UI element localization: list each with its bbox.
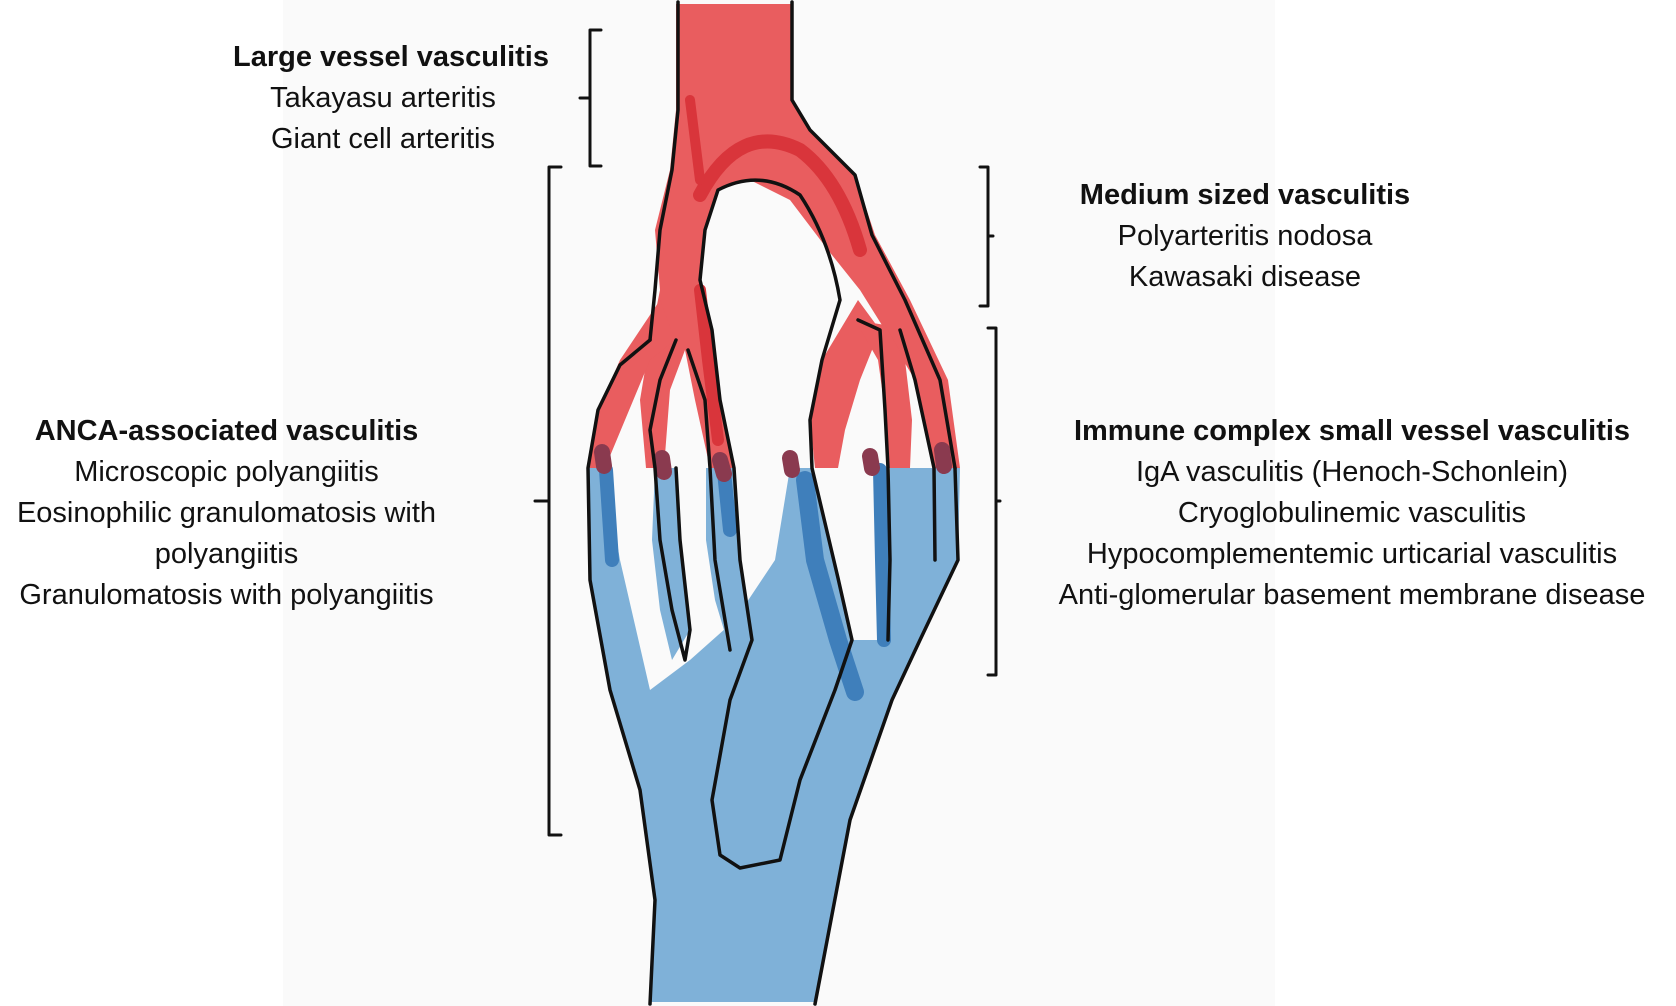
medium-vessel-item: Kawasaki disease — [1128, 261, 1362, 293]
bracket-medium-vessel — [978, 165, 995, 308]
anca-item: Microscopic polyangiitis — [74, 456, 379, 488]
anca-label-group: ANCA-associated vasculitis Microscopic p… — [0, 411, 453, 616]
large-vessel-item: Giant cell arteritis — [270, 123, 495, 155]
immune-complex-heading: Immune complex small vessel vasculitis — [1073, 415, 1631, 447]
artery-right-branch — [810, 300, 880, 468]
immune-complex-label-group: Immune complex small vessel vasculitis I… — [1032, 411, 1672, 616]
anca-heading: ANCA-associated vasculitis — [34, 415, 419, 447]
venous-network — [588, 463, 960, 1002]
outline-right-inner — [898, 328, 937, 562]
outline-right-loop — [856, 318, 892, 642]
vein-dark-streak-1 — [599, 463, 619, 567]
immune-complex-item: Cryoglobulinemic vasculitis — [1177, 497, 1527, 529]
outline-left-loop — [648, 338, 692, 662]
outline-trunk-right — [790, 0, 957, 470]
vein-inner-mid-branch — [706, 468, 752, 650]
medium-vessel-item: Polyarteritis nodosa — [1117, 220, 1373, 252]
artery-dark-streak-2 — [685, 95, 705, 185]
bracket-anca — [533, 165, 563, 837]
artery-trunk — [640, 4, 960, 468]
large-vessel-item: Takayasu arteritis — [270, 82, 496, 114]
vessel-outlines — [586, 0, 960, 1006]
vein-drainage-body — [588, 468, 960, 1002]
vein-dark-streak-3 — [796, 471, 864, 701]
medium-vessel-label-group: Medium sized vasculitis Polyarteritis no… — [1065, 175, 1425, 298]
brackets — [533, 28, 1002, 837]
artery-dark-streak-1 — [694, 284, 724, 446]
outline-left-inner — [686, 348, 732, 652]
artery-left-branch — [588, 300, 675, 468]
anca-item: Granulomatosis with polyangiitis — [19, 579, 434, 611]
artery-dark-arch — [693, 134, 867, 257]
outline-central-loop — [698, 178, 854, 870]
arterial-network — [588, 4, 960, 482]
capillary-junction-marks — [594, 442, 952, 482]
anca-item: polyangiitis — [154, 538, 299, 570]
large-vessel-label-group: Large vessel vasculitis Takayasu arterit… — [233, 37, 549, 160]
immune-complex-item: Hypocomplementemic urticarial vasculitis — [1086, 538, 1618, 570]
immune-complex-item: Anti-glomerular basement membrane diseas… — [1058, 579, 1646, 611]
outline-outer-right — [813, 466, 960, 1006]
anca-item: Eosinophilic granulomatosis with — [16, 497, 437, 529]
bracket-large-vessel — [578, 28, 603, 168]
immune-complex-item: IgA vasculitis (Henoch-Schonlein) — [1136, 456, 1568, 488]
outline-trunk-left — [648, 0, 680, 342]
medium-vessel-heading: Medium sized vasculitis — [1079, 179, 1411, 211]
bracket-immune-complex — [986, 326, 1002, 677]
vein-inner-left-branch — [652, 468, 690, 660]
large-vessel-heading: Large vessel vasculitis — [233, 41, 549, 73]
outline-outer-left — [586, 338, 657, 1006]
vein-dark-streak-4 — [873, 463, 891, 647]
